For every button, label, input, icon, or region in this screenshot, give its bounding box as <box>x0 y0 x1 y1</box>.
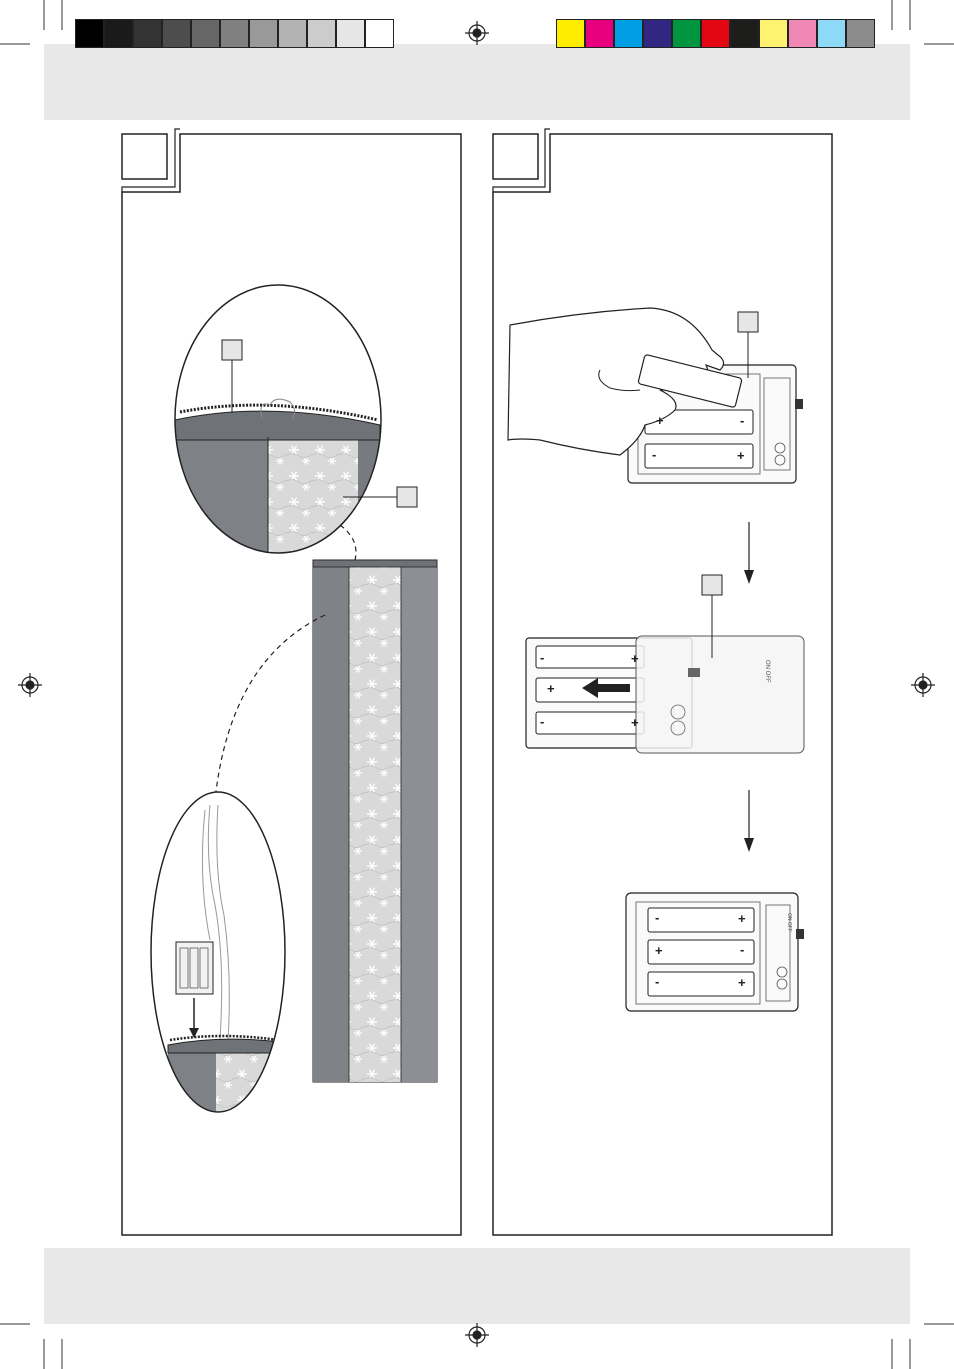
color-swatch <box>730 19 759 48</box>
color-swatch <box>220 19 249 48</box>
battery-box-small <box>175 941 214 995</box>
color-swatch <box>556 19 585 48</box>
switch-knob <box>795 399 803 409</box>
battery-being-inserted <box>637 354 743 408</box>
battery-cover <box>635 635 805 754</box>
color-swatch <box>191 19 220 48</box>
color-swatch <box>278 19 307 48</box>
battery-box-open-2 <box>625 892 804 1012</box>
bottom-gray-band <box>44 1248 910 1324</box>
color-swatch <box>788 19 817 48</box>
light-curtain <box>312 559 438 1083</box>
color-swatch <box>585 19 614 48</box>
battery-box-cover-sliding <box>525 635 805 754</box>
slide-direction-arrow <box>582 678 630 698</box>
color-swatch <box>672 19 701 48</box>
color-swatch <box>104 19 133 48</box>
step-number-box-right <box>492 133 539 180</box>
color-swatch <box>336 19 365 48</box>
color-swatch <box>75 19 104 48</box>
detail-circle-bottom <box>150 791 286 1113</box>
color-swatch <box>365 19 394 48</box>
color-swatch <box>701 19 730 48</box>
panel-left-frame <box>121 133 462 1236</box>
switch-knob-2 <box>796 929 804 939</box>
panel-right-frame <box>492 133 833 1236</box>
color-swatch <box>249 19 278 48</box>
color-swatch <box>759 19 788 48</box>
color-swatch <box>643 19 672 48</box>
color-swatch <box>817 19 846 48</box>
callout-box-4 <box>701 574 723 596</box>
color-swatch <box>162 19 191 48</box>
color-swatch <box>614 19 643 48</box>
callout-box-3 <box>737 311 759 333</box>
step-number-box-left <box>121 133 168 180</box>
color-swatch <box>846 19 875 48</box>
color-swatch <box>133 19 162 48</box>
color-swatch <box>307 19 336 48</box>
registration-mark <box>18 21 935 1347</box>
top-gray-band <box>44 44 910 120</box>
